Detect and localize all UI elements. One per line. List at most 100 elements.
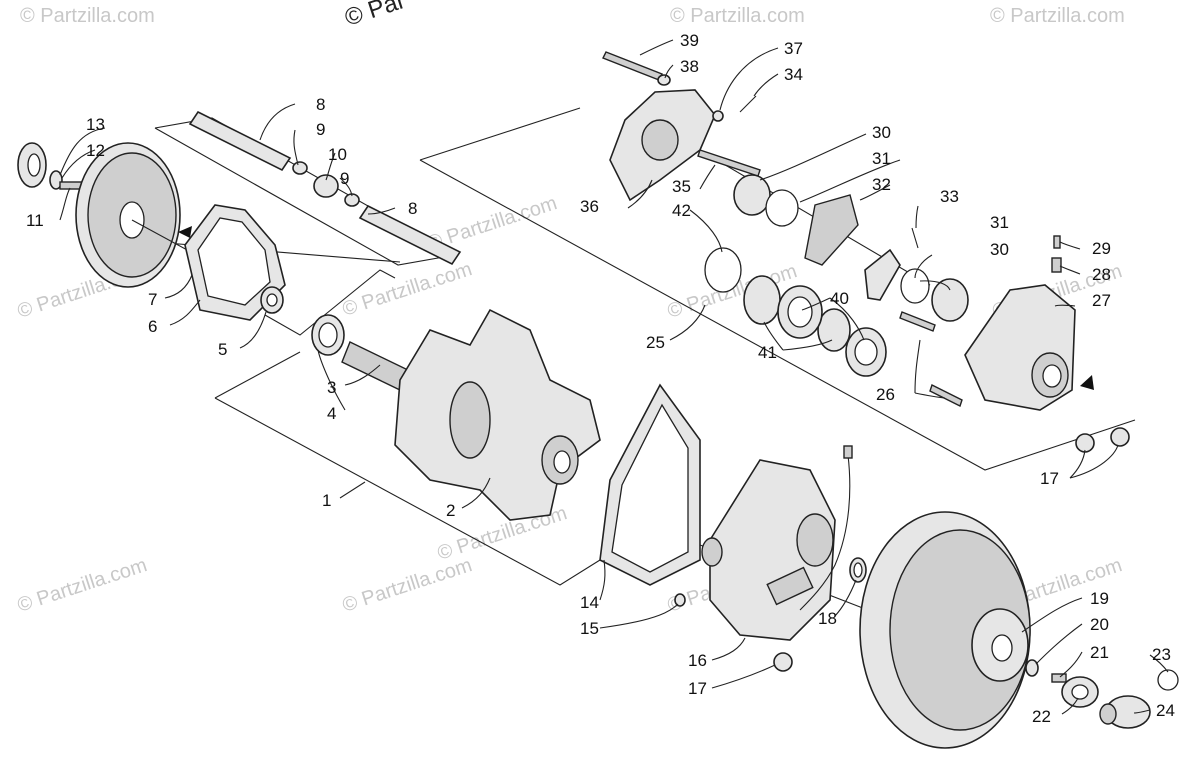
callout-8: 8 bbox=[316, 95, 325, 114]
callout-labels: 1 2 3 4 5 6 7 8 8 9 9 10 11 12 13 14 15 … bbox=[26, 31, 1175, 726]
callout-18: 18 bbox=[818, 609, 837, 628]
part-30-bearing-right bbox=[931, 278, 969, 322]
part-18-o-ring bbox=[849, 557, 867, 583]
watermark: © Partzilla.com bbox=[670, 5, 805, 27]
part-42-snap-ring bbox=[704, 247, 742, 293]
callout-17b: 17 bbox=[1040, 469, 1059, 488]
callout-24: 24 bbox=[1156, 701, 1175, 720]
callout-20: 20 bbox=[1090, 615, 1109, 634]
callout-39: 39 bbox=[680, 31, 699, 50]
callout-26: 26 bbox=[876, 385, 895, 404]
part-40-seal bbox=[777, 285, 887, 377]
watermark: © Partzilla.com bbox=[15, 554, 150, 617]
callout-3: 3 bbox=[327, 378, 336, 397]
callout-40: 40 bbox=[830, 289, 849, 308]
callout-28: 28 bbox=[1092, 265, 1111, 284]
part-21-bolt bbox=[1051, 673, 1067, 683]
callout-29: 29 bbox=[1092, 239, 1111, 258]
callout-12: 12 bbox=[86, 141, 105, 160]
callout-5: 5 bbox=[218, 340, 227, 359]
part-37-nut bbox=[712, 110, 724, 122]
part-30-bearing-left bbox=[733, 174, 771, 216]
callout-38: 38 bbox=[680, 57, 699, 76]
part-31-ring-left bbox=[765, 189, 799, 227]
part-38-washer bbox=[657, 74, 671, 86]
watermark: © Partzilla.com bbox=[20, 5, 155, 27]
watermark: © Partzilla.com bbox=[990, 5, 1125, 27]
part-16-chaincase bbox=[701, 459, 836, 641]
callout-42: 42 bbox=[672, 201, 691, 220]
part-36-caliper-housing bbox=[609, 89, 716, 202]
part-32-brake-pad bbox=[804, 194, 859, 266]
part-20-washer bbox=[1025, 659, 1039, 677]
callout-16: 16 bbox=[688, 651, 707, 670]
callout-41: 41 bbox=[758, 343, 777, 362]
arrow-markers bbox=[178, 226, 1094, 390]
part-27-bearing-housing bbox=[964, 284, 1076, 411]
callout-31b: 31 bbox=[990, 213, 1009, 232]
callout-31: 31 bbox=[872, 149, 891, 168]
part-2-pulley bbox=[394, 308, 601, 521]
part-31-ring-right bbox=[900, 268, 930, 304]
part-6-gasket bbox=[184, 204, 286, 321]
copyright-text: © Par bbox=[342, 0, 409, 32]
callout-15: 15 bbox=[580, 619, 599, 638]
callout-13: 13 bbox=[86, 115, 105, 134]
part-17-nuts bbox=[773, 427, 1130, 672]
callout-8b: 8 bbox=[408, 199, 417, 218]
part-14-chaincase-gasket bbox=[599, 383, 701, 586]
callout-32: 32 bbox=[872, 175, 891, 194]
part-9-washer-upper bbox=[292, 161, 308, 175]
part-8-pin-lower bbox=[358, 204, 462, 266]
part-5-bushing bbox=[260, 286, 284, 314]
part-19-driven-clutch bbox=[859, 511, 1031, 749]
part-22-spring bbox=[1061, 676, 1099, 708]
callout-2: 2 bbox=[446, 501, 455, 520]
callout-34: 34 bbox=[784, 65, 803, 84]
part-29-grease-fitting bbox=[1053, 235, 1061, 249]
callout-9b: 9 bbox=[340, 169, 349, 188]
callout-19: 19 bbox=[1090, 589, 1109, 608]
callout-10: 10 bbox=[328, 145, 347, 164]
callout-37: 37 bbox=[784, 39, 803, 58]
part-28-fitting bbox=[1051, 257, 1062, 273]
part-13-nut bbox=[17, 142, 47, 188]
callout-30: 30 bbox=[872, 123, 891, 142]
part-41-bearing bbox=[743, 275, 851, 352]
callout-4: 4 bbox=[327, 404, 336, 423]
callout-21: 21 bbox=[1090, 643, 1109, 662]
callout-25: 25 bbox=[646, 333, 665, 352]
part-34-clip bbox=[739, 95, 757, 113]
part-8-pin-upper bbox=[188, 110, 292, 172]
sensor-wire bbox=[799, 445, 853, 611]
callout-36: 36 bbox=[580, 197, 599, 216]
callout-22: 22 bbox=[1032, 707, 1051, 726]
watermark: © Partzilla.com bbox=[340, 554, 475, 617]
part-26-bolts bbox=[899, 311, 963, 407]
callout-9: 9 bbox=[316, 120, 325, 139]
callout-23: 23 bbox=[1152, 645, 1171, 664]
part-12-washer bbox=[49, 170, 63, 190]
part-33-pin bbox=[911, 227, 919, 249]
leader-lines bbox=[59, 39, 1169, 715]
callout-6: 6 bbox=[148, 317, 157, 336]
watermark: © Partzilla.com bbox=[340, 258, 475, 321]
callout-35: 35 bbox=[672, 177, 691, 196]
part-10-spacer bbox=[313, 174, 339, 198]
part-24-cap bbox=[1099, 695, 1151, 729]
callout-33: 33 bbox=[940, 187, 959, 206]
callout-11: 11 bbox=[26, 211, 44, 230]
callout-1: 1 bbox=[322, 491, 331, 510]
callout-17: 17 bbox=[688, 679, 707, 698]
callout-14: 14 bbox=[580, 593, 599, 612]
part-32-pad-plate bbox=[864, 248, 901, 301]
callout-27: 27 bbox=[1092, 291, 1111, 310]
part-4-seal bbox=[311, 314, 345, 356]
part-7-drive-clutch bbox=[75, 142, 271, 296]
part-39-bolt bbox=[602, 51, 663, 81]
part-23-o-ring bbox=[1157, 669, 1179, 691]
callout-7: 7 bbox=[148, 290, 157, 309]
part-15-washer bbox=[674, 593, 686, 607]
